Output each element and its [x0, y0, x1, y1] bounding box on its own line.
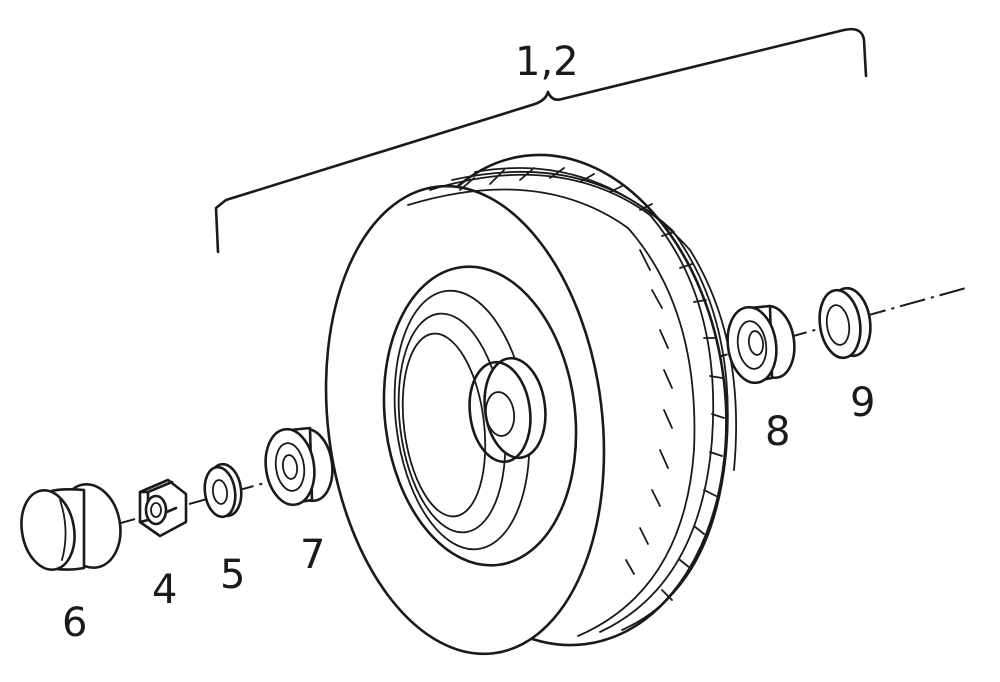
inner-bearing [726, 304, 796, 385]
outer-bearing [264, 426, 334, 507]
label-outer-bearing: 7 [300, 532, 325, 578]
assembly-bracket [214, 27, 868, 254]
label-seal: 9 [850, 380, 875, 426]
grease-seal [818, 286, 872, 360]
dust-cap [20, 483, 122, 571]
label-assembly: 1,2 [515, 39, 579, 85]
wheel-tire [324, 153, 738, 656]
label-cap: 6 [62, 600, 87, 646]
axle-nut [138, 478, 188, 538]
label-washer: 5 [220, 552, 245, 598]
label-inner-bearing: 8 [765, 409, 790, 455]
washer [203, 462, 243, 519]
label-nut: 4 [152, 567, 177, 613]
